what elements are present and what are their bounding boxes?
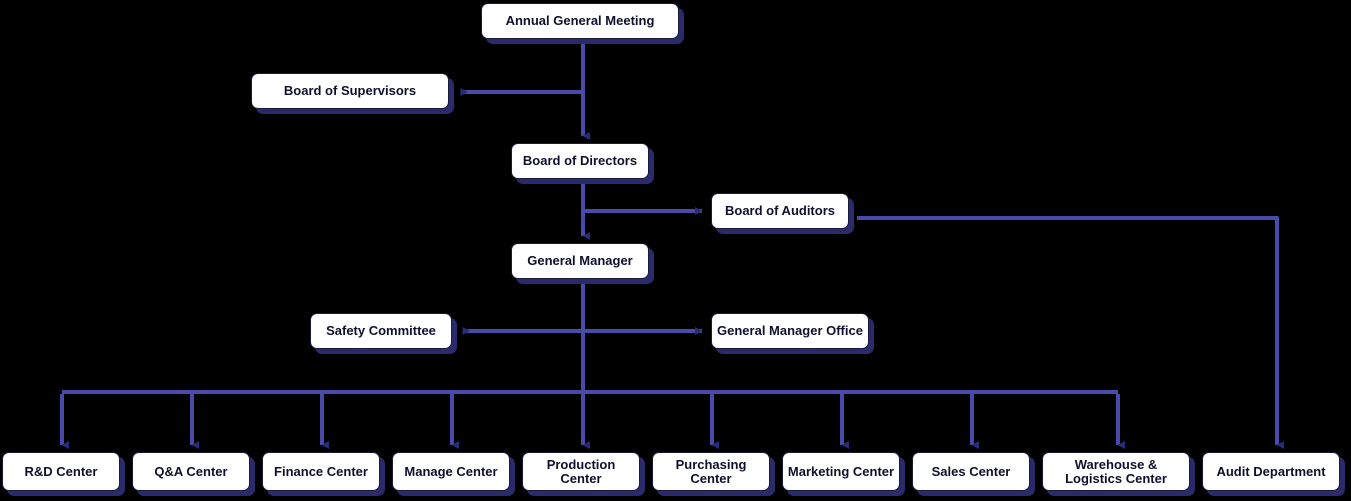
node-audit-department[interactable]: Audit Department	[1202, 452, 1340, 491]
node-marketing-center[interactable]: Marketing Center	[782, 452, 900, 491]
node-safety-committee[interactable]: Safety Committee	[310, 313, 452, 349]
node-label: Production Center	[546, 456, 616, 486]
node-label: Board of Supervisors	[283, 83, 417, 98]
node-manage-center[interactable]: Manage Center	[392, 452, 510, 491]
node-qa-center[interactable]: Q&A Center	[132, 452, 250, 491]
node-general-manager[interactable]: General Manager	[511, 243, 649, 279]
node-label: Board of Auditors	[724, 203, 835, 218]
node-annual-general-meeting[interactable]: Annual General Meeting	[481, 3, 679, 39]
node-label: Safety Committee	[326, 323, 436, 338]
node-label: Audit Department	[1216, 463, 1326, 479]
node-label: Board of Directors	[522, 153, 638, 168]
node-label: Purchasing Center	[675, 456, 747, 486]
node-label: Sales Center	[931, 463, 1011, 479]
node-general-manager-office[interactable]: General Manager Office	[711, 313, 869, 349]
node-label: Finance Center	[274, 463, 368, 479]
edge-auditors-to-audit	[857, 216, 1284, 449]
node-purchasing-center[interactable]: Purchasing Center	[652, 452, 770, 491]
node-label: General Manager	[527, 253, 633, 268]
node-label: Manage Center	[404, 463, 498, 479]
node-board-of-supervisors[interactable]: Board of Supervisors	[251, 73, 449, 109]
node-label: R&D Center	[24, 463, 98, 479]
node-label: General Manager Office	[717, 323, 863, 338]
node-sales-center[interactable]: Sales Center	[912, 452, 1030, 491]
node-label: Marketing Center	[787, 463, 895, 479]
node-warehouse-logistics-center[interactable]: Warehouse & Logistics Center	[1042, 452, 1190, 491]
node-label: Warehouse & Logistics Center	[1065, 456, 1167, 486]
node-label: Q&A Center	[154, 463, 228, 479]
node-finance-center[interactable]: Finance Center	[262, 452, 380, 491]
node-board-of-directors[interactable]: Board of Directors	[511, 143, 649, 179]
node-rd-center[interactable]: R&D Center	[2, 452, 120, 491]
node-production-center[interactable]: Production Center	[522, 452, 640, 491]
node-label: Annual General Meeting	[505, 13, 655, 28]
node-board-of-auditors[interactable]: Board of Auditors	[711, 193, 849, 229]
